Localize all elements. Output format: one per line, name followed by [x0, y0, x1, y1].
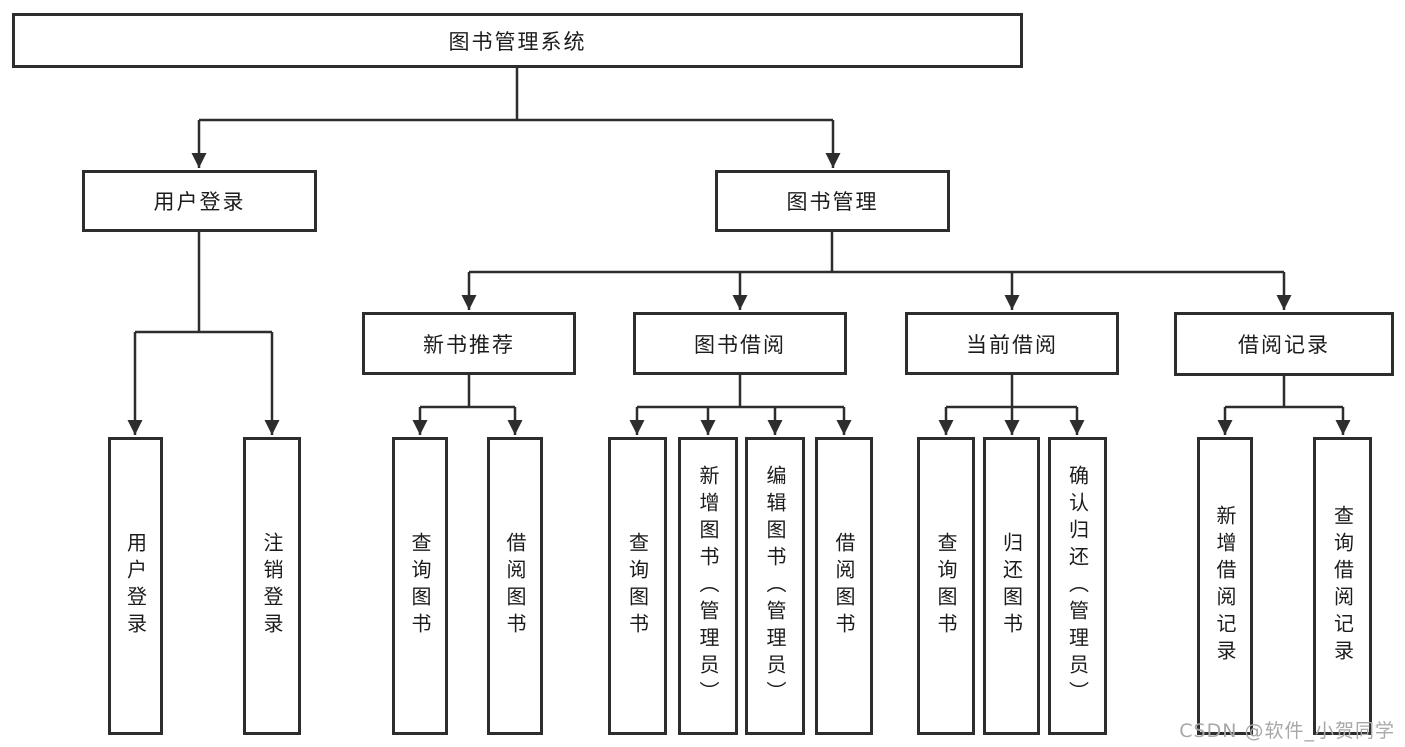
node-return-books: 归还图书	[983, 437, 1040, 735]
node-library-management-system: 图书管理系统	[12, 13, 1023, 68]
node-edit-book-admin: 编辑图书（管理员）	[745, 437, 805, 735]
node-book-borrowing: 图书借阅	[633, 312, 847, 375]
node-query-books-recommend: 查询图书	[392, 437, 448, 735]
node-borrow-books-recommend: 借阅图书	[487, 437, 543, 735]
node-confirm-return-admin: 确认归还（管理员）	[1048, 437, 1107, 735]
node-add-book-admin: 新增图书（管理员）	[678, 437, 738, 735]
node-logout: 注销登录	[243, 437, 301, 735]
node-user-login: 用户登录	[82, 170, 317, 232]
node-add-borrow-record: 新增借阅记录	[1197, 437, 1253, 735]
node-query-borrow-record: 查询借阅记录	[1313, 437, 1372, 735]
node-borrowing-records: 借阅记录	[1174, 312, 1394, 376]
node-user-login-leaf: 用户登录	[108, 437, 163, 735]
node-current-borrowing: 当前借阅	[905, 312, 1119, 375]
node-book-management: 图书管理	[715, 170, 950, 232]
watermark: CSDN @软件_小贺同学	[1179, 720, 1395, 742]
node-borrow-books-borrow: 借阅图书	[815, 437, 873, 735]
node-query-books-current: 查询图书	[917, 437, 975, 735]
node-query-books-borrow: 查询图书	[608, 437, 667, 735]
node-new-book-recommendation: 新书推荐	[362, 312, 576, 375]
